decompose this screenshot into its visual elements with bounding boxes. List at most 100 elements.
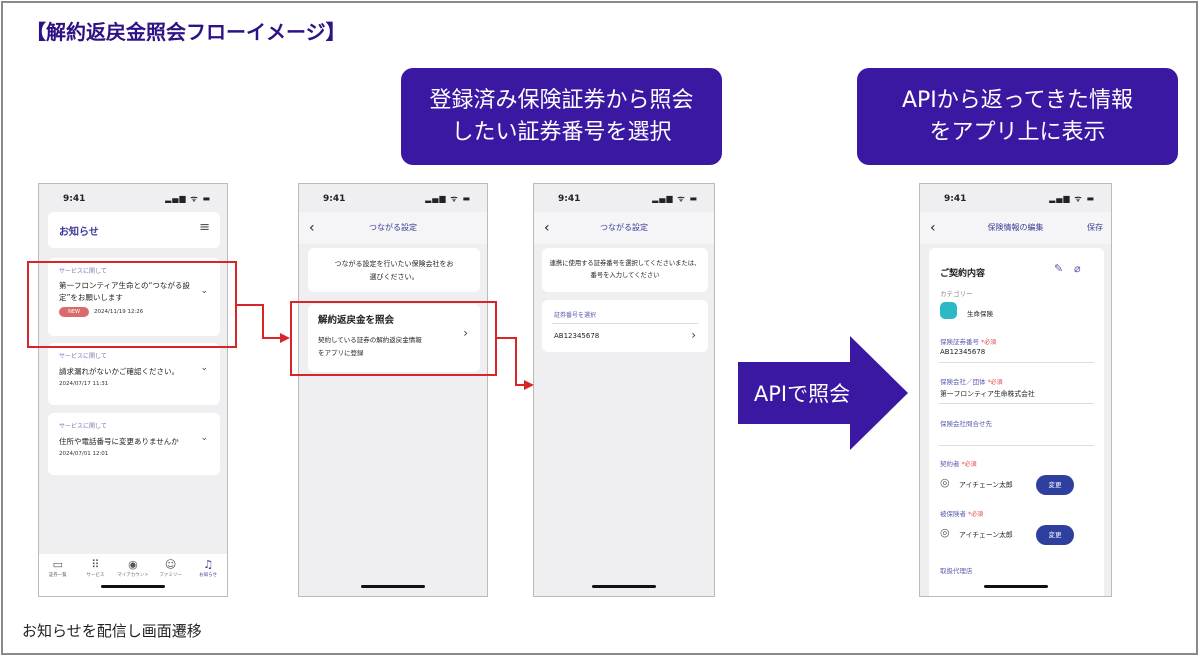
notification-date: 2024/07/01 12:01 bbox=[59, 451, 109, 457]
nav-title: 保険情報の編集 bbox=[987, 223, 1044, 232]
policy-number-option[interactable]: AB12345678 bbox=[554, 332, 600, 340]
category-label: カテゴリー bbox=[940, 290, 973, 298]
status-icons: ▂▄▆ ᯤ ▬ bbox=[1049, 194, 1095, 203]
menu-icon[interactable]: ≡ bbox=[199, 220, 210, 235]
status-time: 9:41 bbox=[944, 194, 967, 204]
status-time: 9:41 bbox=[323, 194, 346, 204]
status-bar: 9:41 ▂▄▆ ᯤ ▬ bbox=[920, 184, 1111, 212]
page-title: お知らせ bbox=[59, 227, 99, 238]
status-time: 9:41 bbox=[558, 194, 581, 204]
tab-services[interactable]: ⠿サービス bbox=[77, 558, 115, 596]
user-icon: ◎ bbox=[940, 476, 950, 489]
notification-item[interactable]: サービスに関して 請求漏れがないかご確認ください。 2024/07/17 11:… bbox=[48, 343, 220, 405]
phone-policy-edit: 9:41 ▂▄▆ ᯤ ▬ ‹ 保険情報の編集 保存 ご契約内容 ✎ ⌀ カテゴリー 生… bbox=[919, 183, 1112, 597]
status-bar: 9:41▂▄▆ ᯤ ▬ bbox=[39, 184, 227, 212]
contract-card: ご契約内容 ✎ ⌀ カテゴリー 生命保険 保険証券番号 *必須 AB123456… bbox=[929, 248, 1104, 596]
connector-line bbox=[515, 337, 517, 386]
status-time: 9:41 bbox=[63, 194, 86, 204]
tab-bar: ▭ 証券一覧 ⠿サービス ◉ マイアカウント ☺ ファミリー ♫ お知らせ bbox=[39, 554, 227, 596]
tab-label: お知らせ bbox=[199, 573, 218, 578]
required-mark: *必須 bbox=[961, 461, 977, 468]
change-insured-button[interactable]: 変更 bbox=[1036, 525, 1074, 545]
status-icons: ▂▄▆ ᯤ ▬ bbox=[652, 194, 698, 203]
life-insurance-icon bbox=[940, 302, 957, 319]
chevron-down-icon[interactable]: ⌄ bbox=[200, 363, 208, 373]
notification-title: 住所や電話番号に変更ありませんか bbox=[59, 437, 179, 446]
required-mark: *必須 bbox=[968, 511, 984, 518]
tab-label: ファミリー bbox=[159, 573, 182, 578]
api-arrow-icon bbox=[738, 336, 908, 450]
pencil-icon[interactable]: ✎ bbox=[1054, 262, 1064, 275]
status-bar: 9:41 ▂▄▆ ᯤ ▬ bbox=[299, 184, 487, 212]
company-field[interactable]: 第一フロンティア生命株式会社 bbox=[940, 390, 1035, 398]
notification-item[interactable]: サービスに関して 住所や電話番号に変更ありませんか 2024/07/01 12:… bbox=[48, 413, 220, 475]
notification-date: 2024/07/17 11:31 bbox=[59, 381, 109, 387]
policy-number-field[interactable]: AB12345678 bbox=[940, 348, 986, 356]
intro-text: つながる設定を行いたい保険会社をお選びください。 bbox=[334, 260, 454, 281]
user-icon: ◎ bbox=[940, 526, 950, 539]
home-indicator bbox=[592, 585, 656, 588]
chevron-down-icon[interactable]: ⌄ bbox=[200, 286, 208, 296]
notification-title: 第一フロンティア生命との“つながる設定”をお願いします bbox=[59, 281, 190, 302]
connector-line bbox=[237, 304, 264, 306]
change-contractor-button[interactable]: 変更 bbox=[1036, 475, 1074, 495]
surrender-value-option[interactable]: 解約返戻金を照会 契約している証券の解約返戻金情報をアプリに登録 › bbox=[308, 304, 480, 372]
status-icons: ▂▄▆ ᯤ ▬ bbox=[425, 194, 471, 203]
tab-label: 証券一覧 bbox=[48, 573, 67, 578]
callout-select-policy: 登録済み保険証券から照会したい証券番号を選択 bbox=[401, 68, 722, 165]
insured-name: アイチェーン太郎 bbox=[959, 531, 1013, 539]
select-label: 証券番号を選択 bbox=[554, 312, 597, 319]
connector-line bbox=[262, 304, 264, 339]
back-icon[interactable]: ‹ bbox=[309, 220, 315, 236]
tab-family[interactable]: ☺ ファミリー bbox=[152, 558, 190, 596]
home-indicator bbox=[361, 585, 425, 588]
tab-notifications[interactable]: ♫ お知らせ bbox=[189, 558, 227, 596]
contractor-name: アイチェーン太郎 bbox=[959, 481, 1013, 489]
notification-date: 2024/11/19 12:26 bbox=[94, 309, 144, 315]
intro-card: つながる設定を行いたい保険会社をお選びください。 bbox=[308, 248, 480, 292]
highlight-box-option bbox=[290, 301, 497, 376]
chevron-right-icon: › bbox=[463, 326, 468, 340]
notification-item[interactable]: サービスに関して 第一フロンティア生命との“つながる設定”をお願いします NEW… bbox=[48, 258, 220, 336]
header-card: お知らせ ≡ bbox=[48, 212, 220, 248]
callout-display-info: APIから返ってきた情報をアプリ上に表示 bbox=[857, 68, 1178, 165]
bell-icon: ♫ bbox=[203, 558, 214, 571]
back-icon[interactable]: ‹ bbox=[544, 220, 550, 236]
tab-label: マイアカウント bbox=[117, 573, 149, 578]
grid-icon: ⠿ bbox=[91, 558, 100, 571]
chevron-right-icon[interactable]: › bbox=[691, 328, 696, 342]
tab-account[interactable]: ◉ マイアカウント bbox=[114, 558, 152, 596]
api-arrow-label: APIで照会 bbox=[753, 382, 851, 406]
company-label: 保険会社／団体 bbox=[940, 378, 986, 386]
save-button[interactable]: 保存 bbox=[1087, 223, 1103, 232]
phone-policy-select: 9:41 ▂▄▆ ᯤ ▬ ‹つながる設定 連携に使用する証券番号を選択してください… bbox=[533, 183, 715, 597]
home-indicator bbox=[101, 585, 165, 588]
folder-icon: ▭ bbox=[52, 558, 63, 571]
nav-bar: ‹ 保険情報の編集 保存 bbox=[920, 212, 1111, 244]
intro-card: 連携に使用する証券番号を選択してくださいまたは、番号を入力してください bbox=[542, 248, 708, 292]
connector-line bbox=[497, 337, 517, 339]
notification-title: 請求漏れがないかご確認ください。 bbox=[59, 367, 179, 376]
required-mark: *必須 bbox=[981, 339, 997, 346]
phone-connect-settings: 9:41 ▂▄▆ ᯤ ▬ ‹ つながる設定 つながる設定を行いたい保険会社をお選びく… bbox=[298, 183, 488, 597]
nav-bar: ‹つながる設定 bbox=[534, 212, 714, 244]
notification-category: サービスに関して bbox=[59, 423, 107, 430]
connector-line bbox=[262, 337, 284, 339]
arrowhead-icon bbox=[524, 380, 534, 390]
face-icon: ☺ bbox=[164, 558, 177, 571]
back-icon[interactable]: ‹ bbox=[930, 220, 936, 236]
arrowhead-icon bbox=[280, 333, 290, 343]
chevron-down-icon[interactable]: ⌄ bbox=[200, 433, 208, 443]
insured-label: 被保険者 bbox=[940, 510, 966, 518]
nav-title: つながる設定 bbox=[369, 223, 417, 232]
tab-policies[interactable]: ▭ 証券一覧 bbox=[39, 558, 77, 596]
status-bar: 9:41 ▂▄▆ ᯤ ▬ bbox=[534, 184, 714, 212]
option-description: 契約している証券の解約返戻金情報をアプリに登録 bbox=[318, 336, 422, 357]
option-title: 解約返戻金を照会 bbox=[318, 315, 395, 326]
paperclip-icon[interactable]: ⌀ bbox=[1074, 262, 1081, 275]
user-icon: ◉ bbox=[128, 558, 138, 571]
required-mark: *必須 bbox=[987, 379, 1003, 386]
company-contact-label: 保険会社問合せ先 bbox=[940, 420, 992, 428]
category-value: 生命保険 bbox=[967, 310, 993, 318]
connector-line bbox=[515, 384, 527, 386]
